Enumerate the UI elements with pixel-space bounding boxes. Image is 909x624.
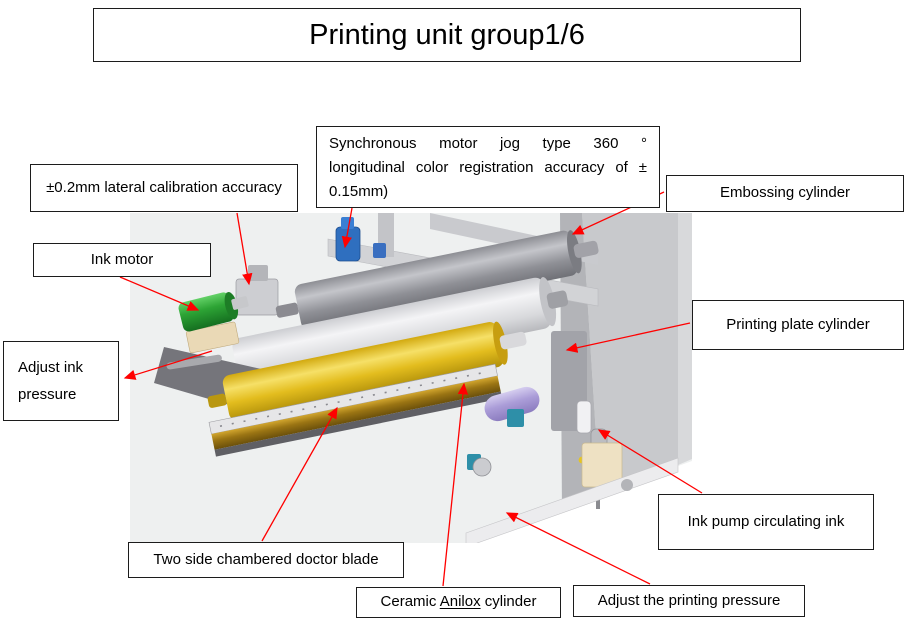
label-ink-pump: Ink pump circulating ink xyxy=(658,494,874,550)
page-title: Printing unit group1/6 xyxy=(309,18,585,51)
label-ceramic-anilox-text: Ceramic Anilox cylinder xyxy=(381,593,537,612)
label-ink-motor: Ink motor xyxy=(33,243,211,277)
label-sync-motor-line2: longitudinal color registration accuracy… xyxy=(329,159,647,176)
clamp-teal xyxy=(507,409,524,427)
adjust-knob xyxy=(472,457,492,477)
embossing-cylinder-graphic xyxy=(275,230,599,330)
anilox-cylinder-graphic xyxy=(207,321,527,421)
label-adjust-printing-pressure-text: Adjust the printing pressure xyxy=(597,591,781,609)
label-embossing-cylinder: Embossing cylinder xyxy=(666,175,904,212)
rubber-roller-graphic xyxy=(484,386,540,422)
label-printing-plate-cylinder-text: Printing plate cylinder xyxy=(726,315,870,333)
foot xyxy=(621,479,633,491)
title-box: Printing unit group1/6 xyxy=(93,8,801,62)
label-sync-motor-line3: 0.15mm) xyxy=(329,183,389,200)
label-embossing-cylinder-text: Embossing cylinder xyxy=(719,184,851,202)
anilox-suffix: cylinder xyxy=(484,593,537,611)
anilox-prefix: Ceramic xyxy=(380,593,437,611)
label-adjust-ink-pressure: Adjust ink pressure xyxy=(3,341,119,421)
label-printing-plate-cylinder: Printing plate cylinder xyxy=(692,300,904,350)
label-ceramic-anilox: Ceramic Anilox cylinder xyxy=(356,587,561,618)
label-lateral-accuracy: ±0.2mm lateral calibration accuracy xyxy=(30,164,298,212)
anilox-word: Anilox xyxy=(439,593,481,611)
label-sync-motor-line1: Synchronous motor jog type 360 ° xyxy=(329,135,647,152)
label-ink-motor-text: Ink motor xyxy=(90,250,154,268)
machine-image xyxy=(130,213,692,548)
label-doctor-blade-text: Two side chambered doctor blade xyxy=(153,550,379,568)
label-ink-pump-text: Ink pump circulating ink xyxy=(687,512,845,530)
label-adjust-printing-pressure: Adjust the printing pressure xyxy=(573,585,805,617)
machine-illustration xyxy=(130,213,692,548)
label-lateral-accuracy-text: ±0.2mm lateral calibration accuracy xyxy=(46,178,282,196)
label-sync-motor: Synchronous motor jog type 360 ° longitu… xyxy=(316,126,660,208)
label-doctor-blade: Two side chambered doctor blade xyxy=(128,542,404,578)
label-adjust-ink-pressure-text: Adjust ink pressure xyxy=(18,359,84,403)
ink-tray-graphic xyxy=(185,321,240,354)
